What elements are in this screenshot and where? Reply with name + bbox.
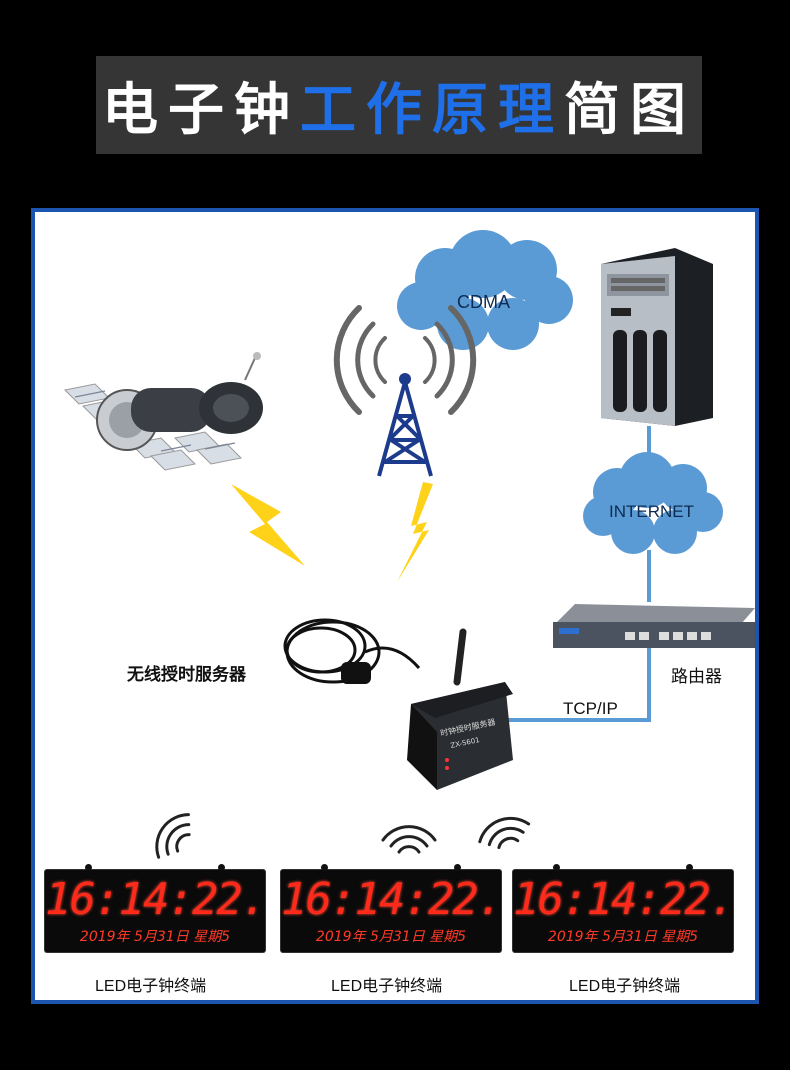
- wifi-signal-icon: [155, 813, 531, 859]
- clock-label-1: LED电子钟终端: [95, 978, 207, 995]
- led-clock-3: 16:14:22. 2019年 5月31日 星期5: [513, 864, 735, 952]
- gps-antenna-icon: [283, 618, 421, 684]
- router-icon: [553, 604, 755, 648]
- router-label: 路由器: [671, 667, 722, 686]
- radio-tower-icon: [333, 305, 477, 477]
- clock-time: 16:14:22.: [45, 874, 267, 925]
- cdma-cloud-icon: [397, 230, 573, 350]
- title-banner: 电子钟工作原理简图: [96, 56, 702, 154]
- cdma-label: CDMA: [457, 292, 510, 312]
- diagram-panel: 时钟授时服务器 ZX-S601 CDMA INTERNE: [31, 208, 759, 1004]
- clock-time: 16:14:22.: [281, 874, 503, 925]
- led-clock-1: 16:14:22. 2019年 5月31日 星期5: [45, 864, 267, 952]
- clock-date: 2019年 5月31日 星期5: [79, 929, 231, 945]
- server-label: 无线授时服务器: [127, 665, 246, 684]
- led-clock-2: 16:14:22. 2019年 5月31日 星期5: [281, 864, 503, 952]
- diagram-canvas: 时钟授时服务器 ZX-S601: [63, 230, 755, 859]
- title-part-2-highlight: 工作原理: [300, 77, 564, 143]
- lightning-icon: [231, 482, 433, 582]
- clock-label-3: LED电子钟终端: [569, 978, 681, 995]
- clock-label-2: LED电子钟终端: [331, 978, 443, 995]
- title-part-1: 电子钟: [102, 77, 300, 143]
- internet-cloud-icon: [583, 452, 723, 554]
- internet-label: INTERNET: [609, 502, 694, 521]
- page-title: 电子钟工作原理简图: [102, 65, 696, 146]
- clock-date: 2019年 5月31日 星期5: [547, 929, 699, 945]
- title-part-3: 简图: [564, 77, 696, 143]
- server-tower-icon: [601, 248, 713, 426]
- time-server-device-icon: 时钟授时服务器 ZX-S601: [407, 628, 513, 790]
- satellite-icon: [63, 352, 263, 471]
- link-router-device: [505, 642, 651, 722]
- clock-date: 2019年 5月31日 星期5: [315, 929, 467, 945]
- tcpip-label: TCP/IP: [563, 699, 618, 718]
- clock-time: 16:14:22.: [513, 874, 735, 925]
